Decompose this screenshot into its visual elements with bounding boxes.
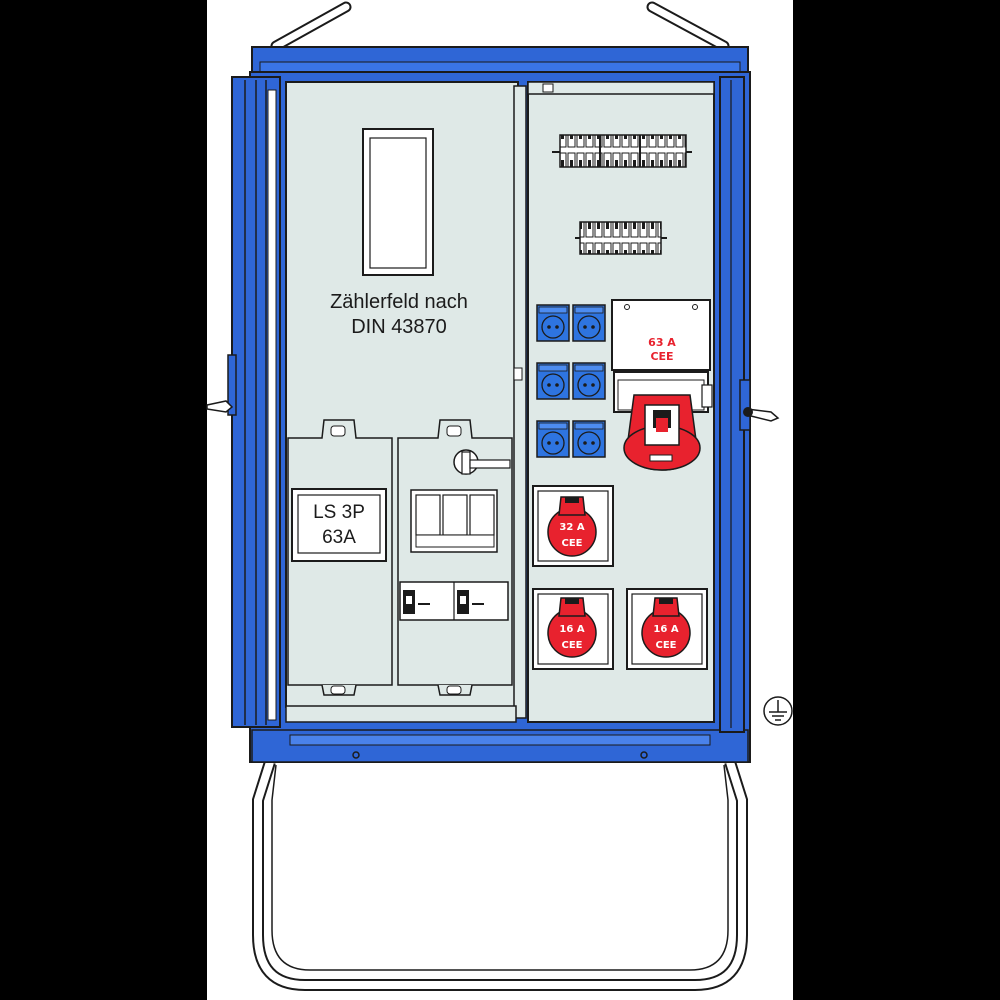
main-breaker-label-line2: 63A: [322, 527, 356, 548]
handle-icon[interactable]: [206, 400, 234, 413]
cee-32-label-line2: CEE: [561, 538, 582, 549]
cee-16-right-label-line1: 16 A: [653, 624, 678, 635]
cee-63-label-line1: 63 A: [648, 336, 676, 349]
meter-field-label-line2: DIN 43870: [351, 316, 447, 338]
panel-divider: [513, 85, 527, 719]
cee-16-left-label-line1: 16 A: [559, 624, 584, 635]
breaker-row-top: [552, 134, 692, 168]
schuko-socket-icon[interactable]: [536, 420, 570, 458]
lifting-bar-right: [646, 1, 730, 52]
fuse-block: [410, 489, 498, 553]
breaker-row-bottom: [575, 221, 667, 255]
cee-63-housing: [611, 299, 711, 413]
cee-socket-icon[interactable]: [641, 597, 691, 658]
schuko-socket-icon[interactable]: [572, 304, 606, 342]
schuko-sockets: [536, 304, 606, 458]
meter-field-label-line1: Zählerfeld nach: [330, 291, 468, 313]
left-door: [227, 76, 281, 728]
cee-32-label-line1: 32 A: [559, 522, 584, 533]
cabinet-stand: [252, 760, 748, 991]
cee-63-label-line2: CEE: [650, 350, 673, 363]
left-black-border: [0, 0, 207, 1000]
lifting-bar-left: [270, 1, 352, 52]
cee-socket-icon[interactable]: [547, 597, 597, 658]
right-door-edge: [719, 76, 751, 733]
meter-slot: [362, 128, 434, 276]
schuko-socket-icon[interactable]: [572, 420, 606, 458]
earth-ground-icon: [763, 696, 793, 726]
cee-socket-icon[interactable]: [623, 384, 713, 471]
circuit-breaker-icon[interactable]: [399, 581, 509, 621]
main-breaker-box: [287, 419, 393, 696]
cee-16-right-label-line2: CEE: [655, 640, 676, 651]
right-black-border: [793, 0, 1000, 1000]
cee-16-left-label-line2: CEE: [561, 640, 582, 651]
main-breaker-label-line1: LS 3P: [313, 502, 365, 523]
schuko-socket-icon[interactable]: [572, 362, 606, 400]
cee-socket-icon[interactable]: [547, 496, 597, 557]
schuko-socket-icon[interactable]: [536, 304, 570, 342]
rotary-switch-icon[interactable]: [453, 449, 511, 475]
handle-icon[interactable]: [743, 407, 780, 422]
panel-top-strip: [527, 81, 715, 95]
bottom-rail: [285, 705, 517, 723]
schuko-socket-icon[interactable]: [536, 362, 570, 400]
